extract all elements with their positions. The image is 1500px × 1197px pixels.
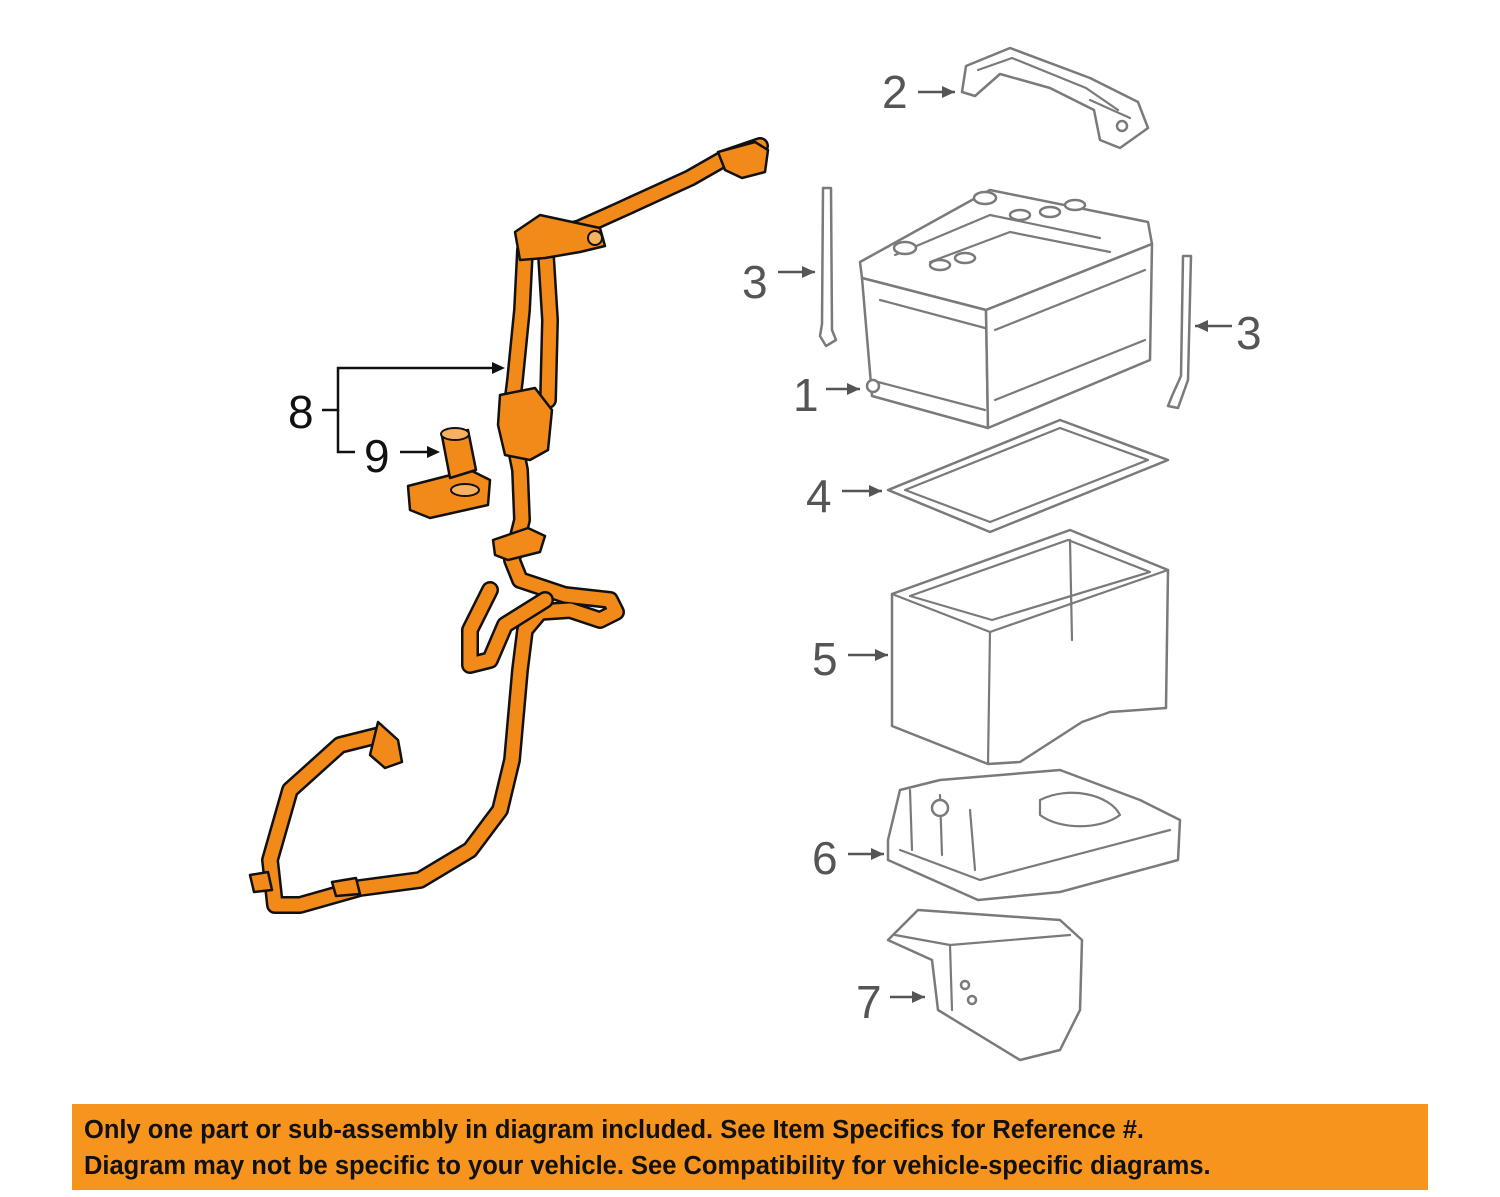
callout-3-left: 3 bbox=[742, 256, 768, 308]
cable-harness bbox=[261, 137, 769, 914]
callout-2: 2 bbox=[882, 66, 908, 118]
callout-3-right: 3 bbox=[1236, 307, 1262, 359]
part-4-tray-pad bbox=[886, 418, 1170, 534]
disclaimer-banner: Only one part or sub-assembly in diagram… bbox=[72, 1104, 1428, 1190]
part-8-battery-cable bbox=[248, 137, 770, 914]
callout-4: 4 bbox=[806, 470, 832, 522]
part-6-battery-tray bbox=[886, 768, 1182, 902]
callout-5: 5 bbox=[812, 633, 838, 685]
battery-terminal-clamp bbox=[716, 140, 770, 180]
cable-junction-block bbox=[513, 213, 607, 262]
cable-end-fitting-bottom bbox=[330, 876, 362, 898]
part-7-support-bracket bbox=[886, 908, 1084, 1062]
leader-lines bbox=[322, 86, 1232, 1003]
callout-6: 6 bbox=[812, 832, 838, 884]
disclaimer-line-2: Diagram may not be specific to your vehi… bbox=[84, 1152, 1211, 1180]
part-9-terminal-cover bbox=[406, 427, 492, 520]
part-2-hold-down-bracket bbox=[960, 46, 1150, 150]
parts-diagram: 2 3 3 1 4 5 6 7 8 9 bbox=[248, 46, 1262, 1062]
callout-7: 7 bbox=[856, 976, 882, 1028]
part-5-battery-box bbox=[890, 528, 1170, 766]
part-1-battery bbox=[858, 188, 1154, 430]
ground-eyelet bbox=[368, 720, 404, 770]
callout-8: 8 bbox=[288, 386, 314, 438]
part-3-rod-left bbox=[818, 186, 838, 348]
cable-clip bbox=[491, 526, 547, 562]
cable-end-fitting-left bbox=[248, 870, 274, 894]
callout-1: 1 bbox=[793, 369, 819, 421]
disclaimer-line-1: Only one part or sub-assembly in diagram… bbox=[84, 1116, 1144, 1144]
cable-boot bbox=[496, 386, 554, 462]
callout-9: 9 bbox=[364, 430, 390, 482]
part-3-rod-right bbox=[1166, 254, 1193, 410]
